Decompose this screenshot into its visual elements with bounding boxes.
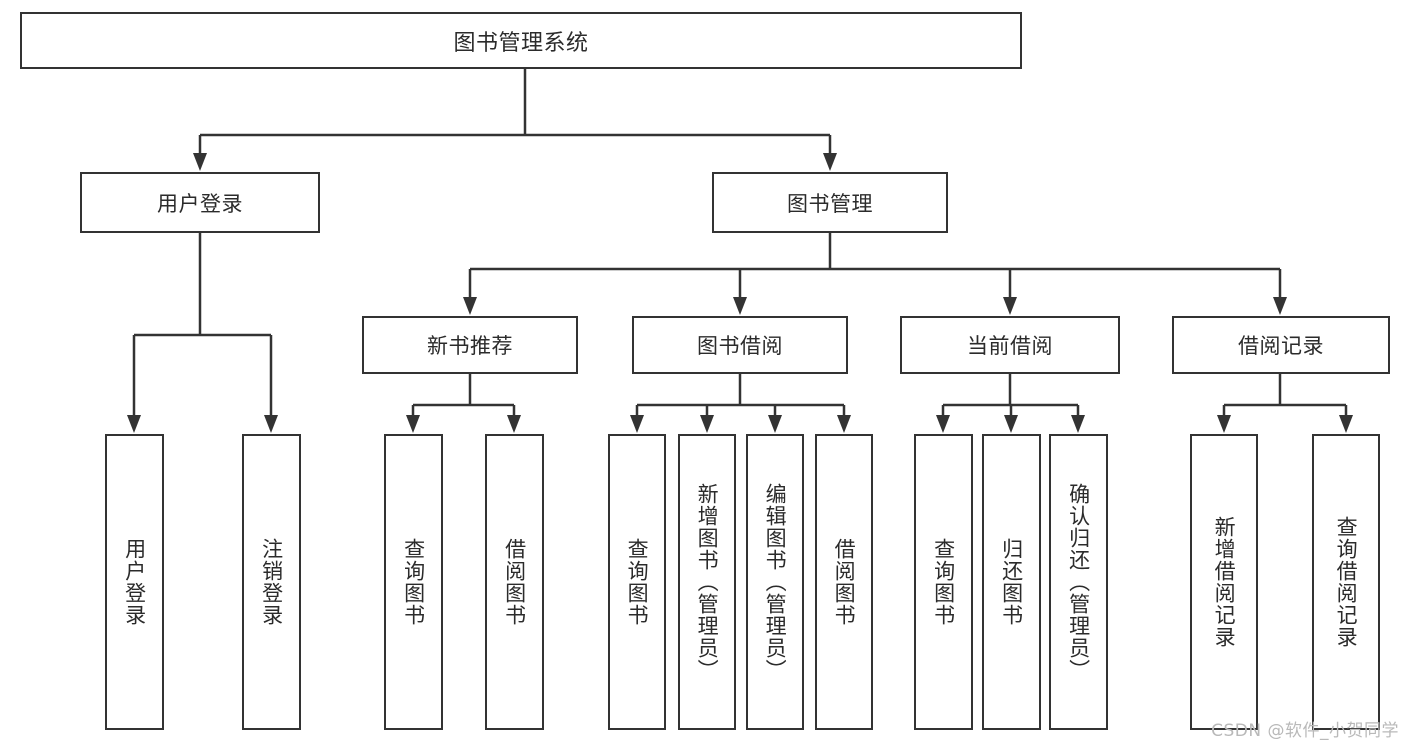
node-bb-query-book-label: 查询图书 [625,538,650,626]
node-cb-confirm-return-label: 确认归还（管理员） [1066,483,1091,681]
node-book-borrow-label: 图书借阅 [697,334,783,358]
arrowhead-bus-to-user-login [193,153,207,171]
node-nbr-query-book[interactable]: 查询图书 [384,434,443,730]
node-nbr-query-book-label: 查询图书 [401,538,426,626]
node-new-book-recommend-label: 新书推荐 [427,334,513,358]
node-new-book-recommend[interactable]: 新书推荐 [362,316,578,374]
node-bb-edit-book[interactable]: 编辑图书（管理员） [746,434,804,730]
node-bb-add-book-label: 新增图书（管理员） [695,483,720,681]
node-book-management-label: 图书管理 [787,191,873,216]
node-br-query-record[interactable]: 查询借阅记录 [1312,434,1380,730]
node-current-borrow[interactable]: 当前借阅 [900,316,1120,374]
arrowhead-nbr-a2 [507,415,521,433]
node-cb-return-book[interactable]: 归还图书 [982,434,1041,730]
node-root-label: 图书管理系统 [453,30,589,56]
node-user-login-action-label: 用户登录 [122,538,147,626]
arrowhead-cb-a3 [1071,415,1085,433]
csdn-watermark: CSDN @软件_小贺同学 [1211,721,1399,741]
arrowhead-bm-to-bb [733,297,747,315]
arrowhead-cb-a1 [936,415,950,433]
node-cb-confirm-return[interactable]: 确认归还（管理员） [1049,434,1108,730]
arrowhead-cb-a2 [1004,415,1018,433]
node-bb-add-book[interactable]: 新增图书（管理员） [678,434,736,730]
node-cb-return-book-label: 归还图书 [999,538,1024,626]
arrowhead-bb-a1 [630,415,644,433]
arrowhead-brrec-a1 [1217,415,1231,433]
arrowhead-bb-a4 [837,415,851,433]
node-user-logout-action-label: 注销登录 [259,538,284,626]
arrowhead-bus-to-book-management [823,153,837,171]
arrowhead-bm-to-nbr [463,297,477,315]
arrowhead-bb-a2 [700,415,714,433]
node-user-login-label: 用户登录 [157,191,243,216]
arrowhead-ul-to-login [127,415,141,433]
arrowhead-bm-to-brrec [1273,297,1287,315]
node-user-login[interactable]: 用户登录 [80,172,320,233]
node-cb-query-book-label: 查询图书 [931,538,956,626]
node-user-login-action[interactable]: 用户登录 [105,434,164,730]
node-bb-query-book[interactable]: 查询图书 [608,434,666,730]
node-bb-edit-book-label: 编辑图书（管理员） [763,483,788,681]
arrowhead-bb-a3 [768,415,782,433]
arrowhead-brrec-a2 [1339,415,1353,433]
node-root[interactable]: 图书管理系统 [20,12,1022,69]
node-nbr-borrow-book-label: 借阅图书 [502,538,527,626]
node-bb-borrow-book-label: 借阅图书 [832,538,857,626]
arrowhead-bm-to-cb [1003,297,1017,315]
node-book-management[interactable]: 图书管理 [712,172,948,233]
node-user-logout-action[interactable]: 注销登录 [242,434,301,730]
node-br-add-record[interactable]: 新增借阅记录 [1190,434,1258,730]
node-br-query-record-label: 查询借阅记录 [1334,516,1359,648]
node-br-add-record-label: 新增借阅记录 [1212,516,1237,648]
node-book-borrow[interactable]: 图书借阅 [632,316,848,374]
node-nbr-borrow-book[interactable]: 借阅图书 [485,434,544,730]
arrowhead-ul-to-logout [264,415,278,433]
arrowhead-nbr-a1 [406,415,420,433]
node-bb-borrow-book[interactable]: 借阅图书 [815,434,873,730]
node-borrow-record[interactable]: 借阅记录 [1172,316,1390,374]
node-current-borrow-label: 当前借阅 [967,334,1053,358]
node-borrow-record-label: 借阅记录 [1238,334,1324,358]
node-cb-query-book[interactable]: 查询图书 [914,434,973,730]
